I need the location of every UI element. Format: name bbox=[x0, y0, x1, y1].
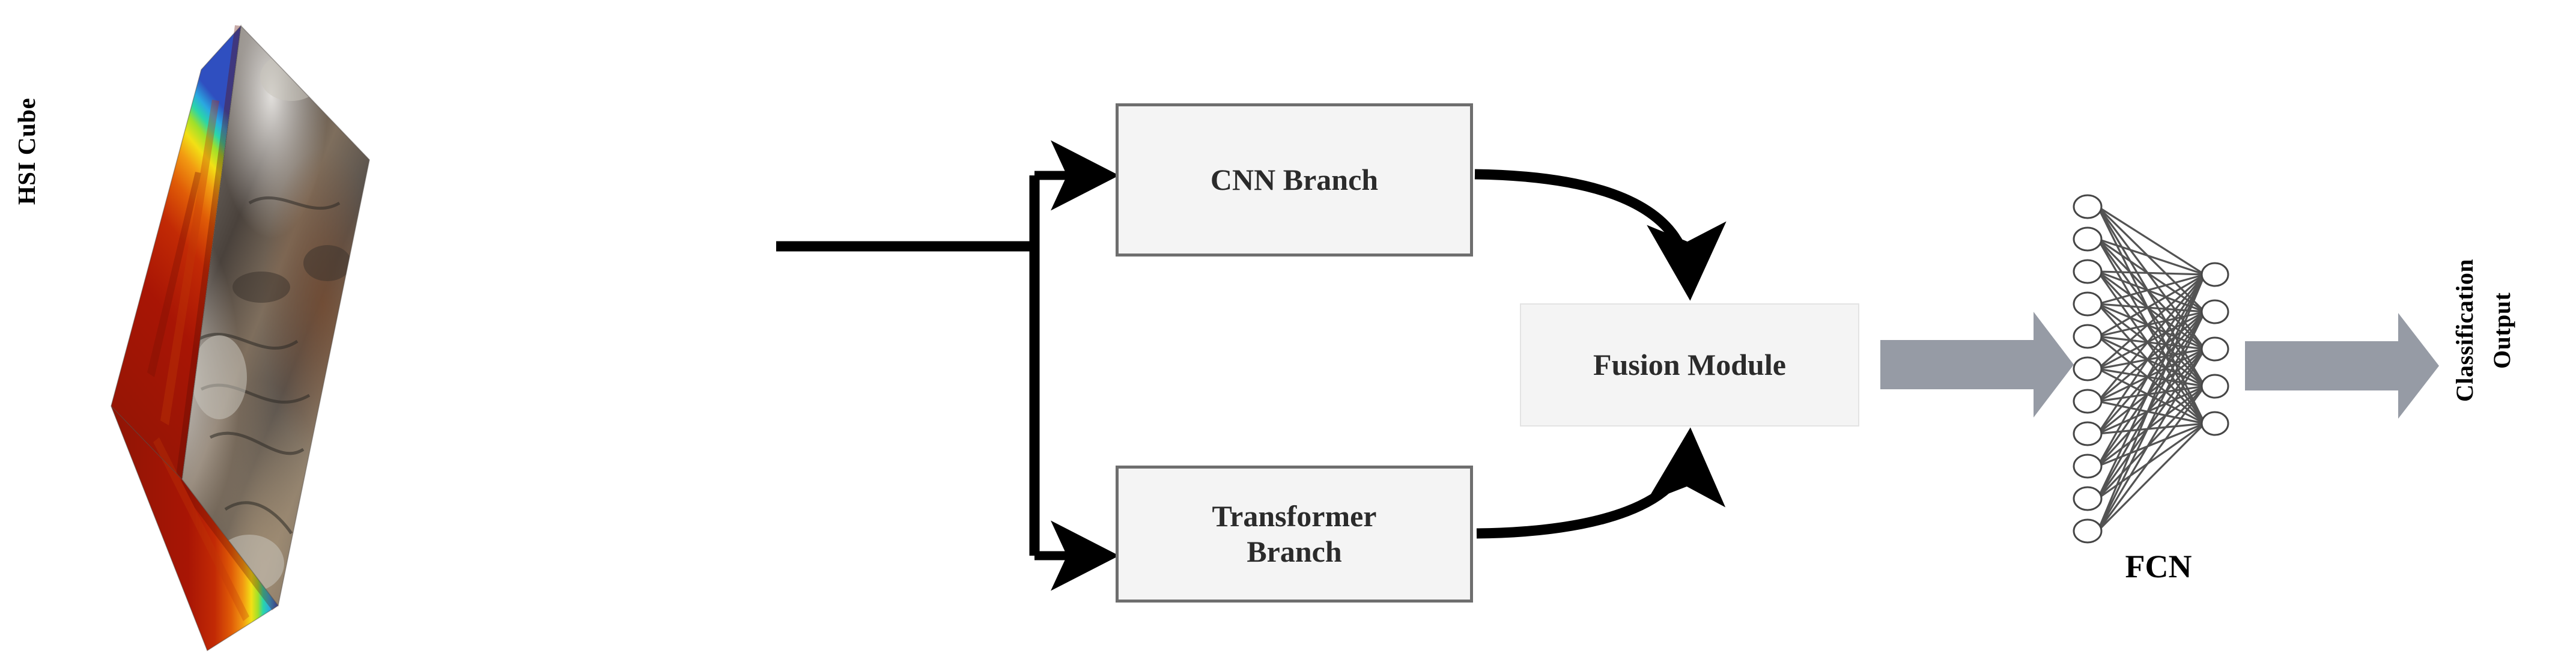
arrow-cnn-to-fusion bbox=[1474, 169, 1727, 301]
transformer-branch-label: Transformer Branch bbox=[1212, 499, 1377, 569]
cnn-branch-box[interactable]: CNN Branch bbox=[1116, 103, 1473, 257]
cnn-branch-label: CNN Branch bbox=[1210, 163, 1379, 196]
fcn-input-layer bbox=[2073, 194, 2103, 544]
hsi-cube-icon bbox=[111, 5, 370, 654]
transformer-branch-label-line1: Transformer bbox=[1212, 499, 1377, 533]
cube-face-spectral-lower bbox=[111, 406, 278, 651]
block-arrow-fcn-to-output bbox=[2245, 313, 2439, 419]
fcn-output-layer bbox=[2201, 262, 2229, 436]
transformer-branch-label-line2: Branch bbox=[1247, 535, 1342, 568]
block-arrow-fusion-to-fcn bbox=[1880, 312, 2074, 418]
classification-output-label: Classification Output bbox=[2443, 180, 2545, 481]
classification-output-line2: Output bbox=[2488, 292, 2515, 369]
classification-output-line1: Classification bbox=[2451, 258, 2478, 402]
fcn-label: FCN bbox=[2125, 548, 2192, 585]
cube-face-spectral-upper bbox=[111, 26, 241, 479]
fusion-module-box[interactable]: Fusion Module bbox=[1520, 303, 1859, 427]
transformer-branch-box[interactable]: Transformer Branch bbox=[1116, 466, 1473, 603]
fcn-network bbox=[2073, 194, 2229, 544]
fusion-module-label: Fusion Module bbox=[1593, 348, 1786, 381]
arrow-transformer-to-fusion bbox=[1476, 427, 1726, 539]
